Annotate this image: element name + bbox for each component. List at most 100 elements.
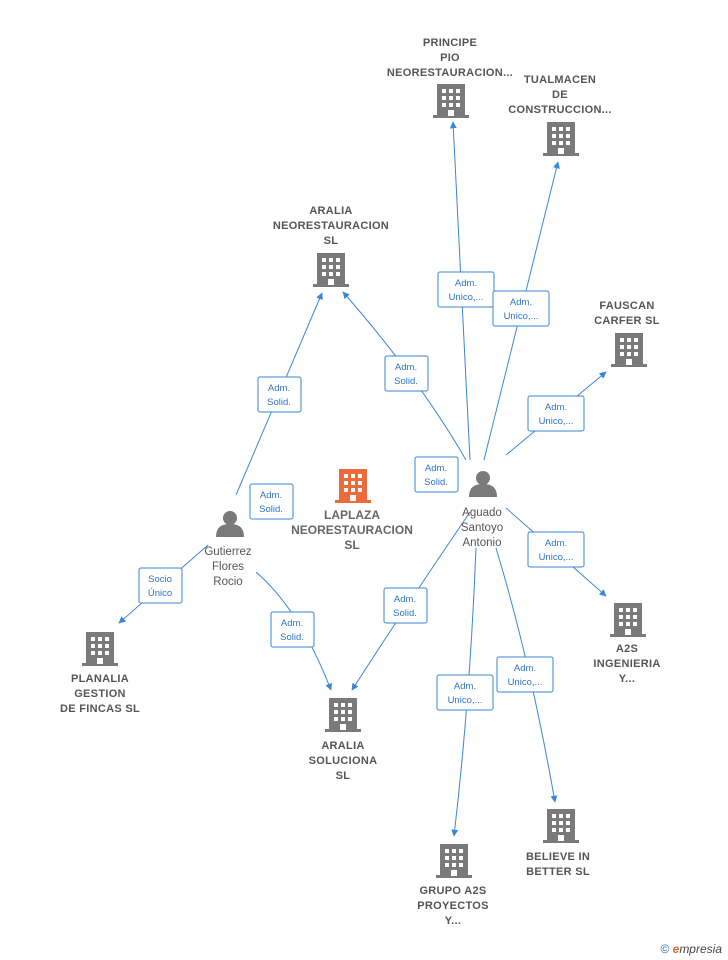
svg-text:Unico,...: Unico,... [539, 416, 574, 427]
svg-text:NEORESTAURACION...: NEORESTAURACION... [387, 67, 513, 79]
svg-text:TUALMACEN: TUALMACEN [524, 74, 596, 86]
svg-text:PROYECTOS: PROYECTOS [417, 900, 489, 912]
svg-text:Gutierrez: Gutierrez [204, 546, 252, 558]
svg-text:Solid.: Solid. [280, 632, 304, 643]
svg-text:DE FINCAS SL: DE FINCAS SL [60, 703, 140, 715]
svg-text:Flores: Flores [212, 561, 244, 573]
svg-text:Solid.: Solid. [267, 397, 291, 408]
rel-aguado-a2s[interactable]: Adm. Unico,... [527, 531, 585, 568]
person-icon [216, 511, 244, 537]
svg-text:Aguado: Aguado [462, 507, 502, 519]
svg-text:PLANALIA: PLANALIA [71, 673, 129, 685]
svg-text:A2S: A2S [616, 643, 638, 655]
building-icon [436, 844, 472, 878]
svg-text:Unico,...: Unico,... [448, 695, 483, 706]
svg-text:PRINCIPE: PRINCIPE [423, 37, 477, 49]
svg-text:Solid.: Solid. [393, 608, 417, 619]
svg-text:FAUSCAN: FAUSCAN [599, 300, 654, 312]
svg-text:ARALIA: ARALIA [321, 740, 364, 752]
svg-text:Unico,...: Unico,... [449, 292, 484, 303]
svg-text:BETTER SL: BETTER SL [526, 866, 590, 878]
svg-text:PIO: PIO [440, 52, 460, 64]
building-icon [433, 84, 469, 118]
svg-text:NEORESTAURACION: NEORESTAURACION [273, 220, 389, 232]
company-aralia-soluciona[interactable]: ARALIA SOLUCIONA SL [309, 698, 378, 782]
svg-text:Y...: Y... [619, 673, 636, 685]
building-icon [313, 253, 349, 287]
building-icon [543, 809, 579, 843]
center-company[interactable]: LAPLAZA NEORESTAURACION SL [291, 469, 413, 552]
svg-text:SOLUCIONA: SOLUCIONA [309, 755, 378, 767]
svg-text:Adm.: Adm. [514, 663, 536, 674]
svg-text:SL: SL [336, 770, 351, 782]
brand-logo: empresia [672, 942, 722, 956]
copyright-symbol: © [660, 942, 670, 956]
svg-text:Y...: Y... [445, 915, 462, 927]
company-tualmacen[interactable]: TUALMACEN DE CONSTRUCCION... [508, 74, 612, 156]
person-aguado[interactable]: Aguado Santoyo Antonio [461, 471, 503, 549]
company-planalia[interactable]: PLANALIA GESTION DE FINCAS SL [60, 632, 140, 715]
building-icon [543, 122, 579, 156]
svg-text:INGENIERIA: INGENIERIA [593, 658, 660, 670]
svg-text:Solid.: Solid. [259, 504, 283, 515]
svg-text:Unico,...: Unico,... [539, 552, 574, 563]
svg-text:Solid.: Solid. [394, 376, 418, 387]
company-aralia-neorestauracion[interactable]: ARALIA NEORESTAURACION SL [273, 205, 389, 287]
building-icon [325, 698, 361, 732]
svg-text:Adm.: Adm. [394, 594, 416, 605]
svg-text:Unico,...: Unico,... [504, 311, 539, 322]
svg-text:Adm.: Adm. [545, 538, 567, 549]
footer-brand[interactable]: © empresia [660, 942, 722, 956]
person-icon [469, 471, 497, 497]
rel-aguado-believe[interactable]: Adm. Unico,... [496, 656, 554, 693]
svg-text:Socio: Socio [148, 574, 172, 585]
svg-text:LAPLAZA: LAPLAZA [324, 508, 380, 522]
svg-text:Adm.: Adm. [281, 618, 303, 629]
rel-aguado-tualmacen[interactable]: Adm. Unico,... [492, 290, 550, 327]
rel-aguado-aralia-neo[interactable]: Adm. Solid. [384, 355, 429, 392]
svg-text:Adm.: Adm. [425, 463, 447, 474]
svg-text:CARFER SL: CARFER SL [594, 315, 660, 327]
rel-gutierrez-aralia-sol[interactable]: Adm. Solid. [270, 611, 315, 648]
svg-text:Adm.: Adm. [260, 490, 282, 501]
svg-text:Adm.: Adm. [395, 362, 417, 373]
svg-text:CONSTRUCCION...: CONSTRUCCION... [508, 104, 612, 116]
company-fauscan[interactable]: FAUSCAN CARFER SL [594, 300, 660, 367]
svg-text:Rocio: Rocio [213, 576, 242, 588]
svg-text:GESTION: GESTION [74, 688, 126, 700]
rel-gutierrez-planalia[interactable]: Socio Único [138, 567, 183, 604]
svg-text:Adm.: Adm. [455, 278, 477, 289]
building-icon [82, 632, 118, 666]
company-believe-in-better[interactable]: BELIEVE IN BETTER SL [526, 809, 590, 878]
svg-text:Unico,...: Unico,... [508, 677, 543, 688]
company-principe-pio[interactable]: PRINCIPE PIO NEORESTAURACION... [387, 37, 513, 118]
svg-text:Santoyo: Santoyo [461, 522, 503, 534]
svg-text:Solid.: Solid. [424, 477, 448, 488]
rel-aguado-principe[interactable]: Adm. Unico,... [437, 271, 495, 308]
svg-text:BELIEVE IN: BELIEVE IN [526, 851, 590, 863]
svg-text:Adm.: Adm. [454, 681, 476, 692]
person-gutierrez[interactable]: Gutierrez Flores Rocio [204, 511, 252, 588]
svg-text:Adm.: Adm. [510, 297, 532, 308]
rel-aguado-aralia-sol[interactable]: Adm. Solid. [383, 587, 428, 624]
svg-text:GRUPO A2S: GRUPO A2S [419, 885, 486, 897]
company-a2s-ingenieria[interactable]: A2S INGENIERIA Y... [593, 603, 660, 685]
rel-gutierrez-center[interactable]: Adm. Solid. [249, 483, 294, 520]
building-icon [610, 603, 646, 637]
svg-text:SL: SL [344, 538, 359, 552]
svg-text:NEORESTAURACION: NEORESTAURACION [291, 523, 413, 537]
rel-aguado-center[interactable]: Adm. Solid. [414, 456, 459, 493]
building-icon [611, 333, 647, 367]
rel-aguado-fauscan[interactable]: Adm. Unico,... [527, 395, 585, 432]
svg-text:DE: DE [552, 89, 568, 101]
rel-aguado-grupo[interactable]: Adm. Unico,... [436, 674, 494, 711]
svg-text:Adm.: Adm. [545, 402, 567, 413]
svg-text:ARALIA: ARALIA [309, 205, 352, 217]
svg-text:Único: Único [148, 588, 172, 599]
company-grupo-a2s[interactable]: GRUPO A2S PROYECTOS Y... [417, 844, 489, 927]
building-icon-highlight [335, 469, 371, 503]
svg-text:Adm.: Adm. [268, 383, 290, 394]
svg-text:SL: SL [324, 235, 339, 247]
rel-gutierrez-aralia-neo[interactable]: Adm. Solid. [257, 376, 302, 413]
